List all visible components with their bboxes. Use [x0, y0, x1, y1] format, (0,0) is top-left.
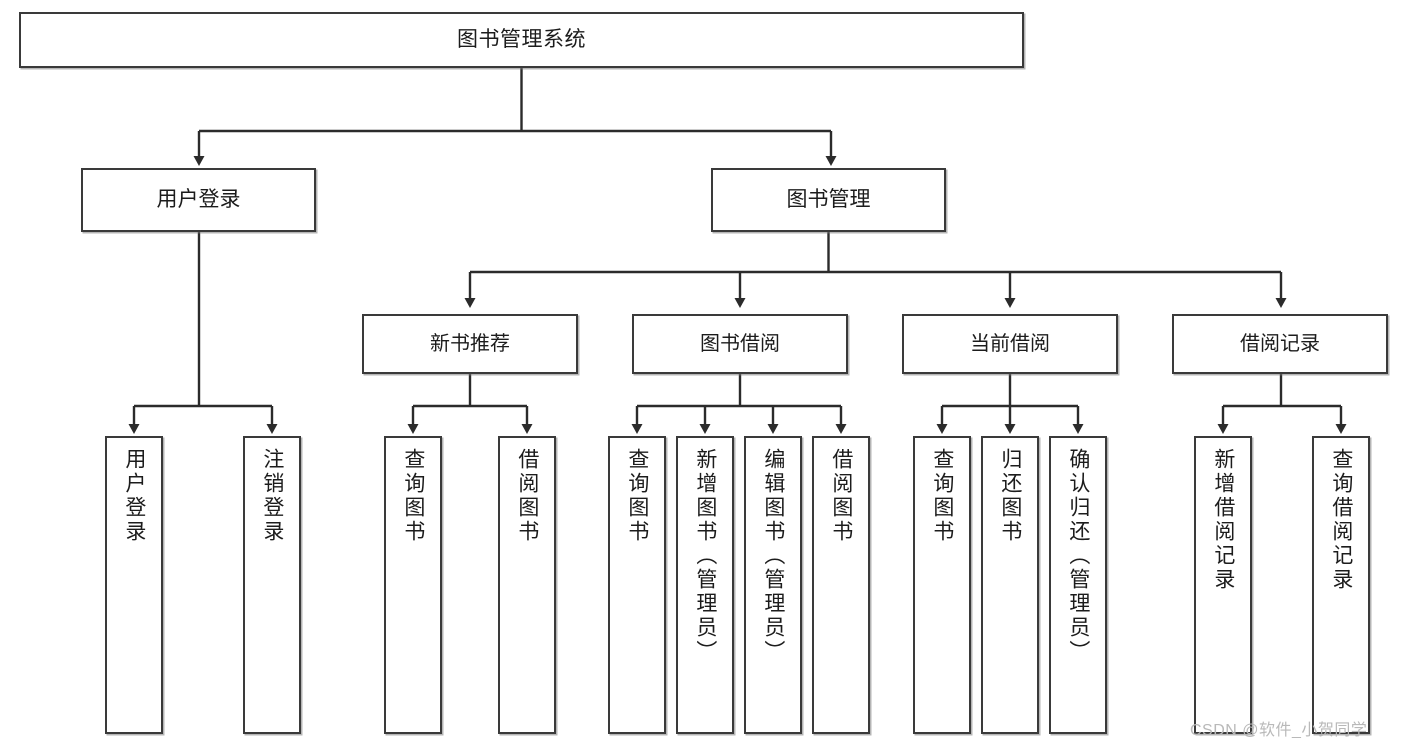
- node-label: 当前借阅: [970, 332, 1050, 355]
- leaf-record-add-record[interactable]: 新增借阅记录: [1194, 436, 1252, 734]
- node-label: 借阅图书: [515, 448, 539, 544]
- watermark: CSDN @软件_小贺同学: [1190, 722, 1368, 739]
- node-borrow-record[interactable]: 借阅记录: [1172, 314, 1388, 374]
- node-label: 新增图书（管理员）: [693, 448, 717, 664]
- node-book-management[interactable]: 图书管理: [711, 168, 946, 232]
- node-label: 查询图书: [930, 448, 954, 544]
- leaf-current-query-book[interactable]: 查询图书: [913, 436, 971, 734]
- node-label: 归还图书: [998, 448, 1022, 544]
- leaf-current-confirm-return-admin[interactable]: 确认归还（管理员）: [1049, 436, 1107, 734]
- node-label: 查询图书: [625, 448, 649, 544]
- node-label: 图书管理系统: [457, 28, 586, 52]
- node-label: 用户登录: [156, 188, 241, 212]
- node-label: 新书推荐: [430, 332, 510, 355]
- leaf-user-logout[interactable]: 注销登录: [243, 436, 301, 734]
- leaf-borrow-query-book[interactable]: 查询图书: [608, 436, 666, 734]
- node-label: 注销登录: [260, 448, 284, 544]
- node-label: 用户登录: [122, 448, 146, 544]
- leaf-newbook-query-book[interactable]: 查询图书: [384, 436, 442, 734]
- leaf-borrow-borrow-book[interactable]: 借阅图书: [812, 436, 870, 734]
- node-root-system[interactable]: 图书管理系统: [19, 12, 1024, 68]
- node-label: 图书管理: [786, 188, 871, 212]
- leaf-user-login[interactable]: 用户登录: [105, 436, 163, 734]
- node-label: 确认归还（管理员）: [1066, 448, 1090, 664]
- node-new-book-recommend[interactable]: 新书推荐: [362, 314, 578, 374]
- leaf-record-query-record[interactable]: 查询借阅记录: [1312, 436, 1370, 734]
- node-book-borrow[interactable]: 图书借阅: [632, 314, 848, 374]
- node-label: 查询图书: [401, 448, 425, 544]
- node-current-borrow[interactable]: 当前借阅: [902, 314, 1118, 374]
- node-label: 查询借阅记录: [1329, 448, 1353, 592]
- leaf-current-return-book[interactable]: 归还图书: [981, 436, 1039, 734]
- leaf-borrow-add-book-admin[interactable]: 新增图书（管理员）: [676, 436, 734, 734]
- leaf-borrow-edit-book-admin[interactable]: 编辑图书（管理员）: [744, 436, 802, 734]
- node-label: 新增借阅记录: [1211, 448, 1235, 592]
- node-label: 借阅图书: [829, 448, 853, 544]
- node-label: 借阅记录: [1240, 332, 1320, 355]
- node-user-login[interactable]: 用户登录: [81, 168, 316, 232]
- leaf-newbook-borrow-book[interactable]: 借阅图书: [498, 436, 556, 734]
- node-label: 图书借阅: [700, 332, 780, 355]
- node-label: 编辑图书（管理员）: [761, 448, 785, 664]
